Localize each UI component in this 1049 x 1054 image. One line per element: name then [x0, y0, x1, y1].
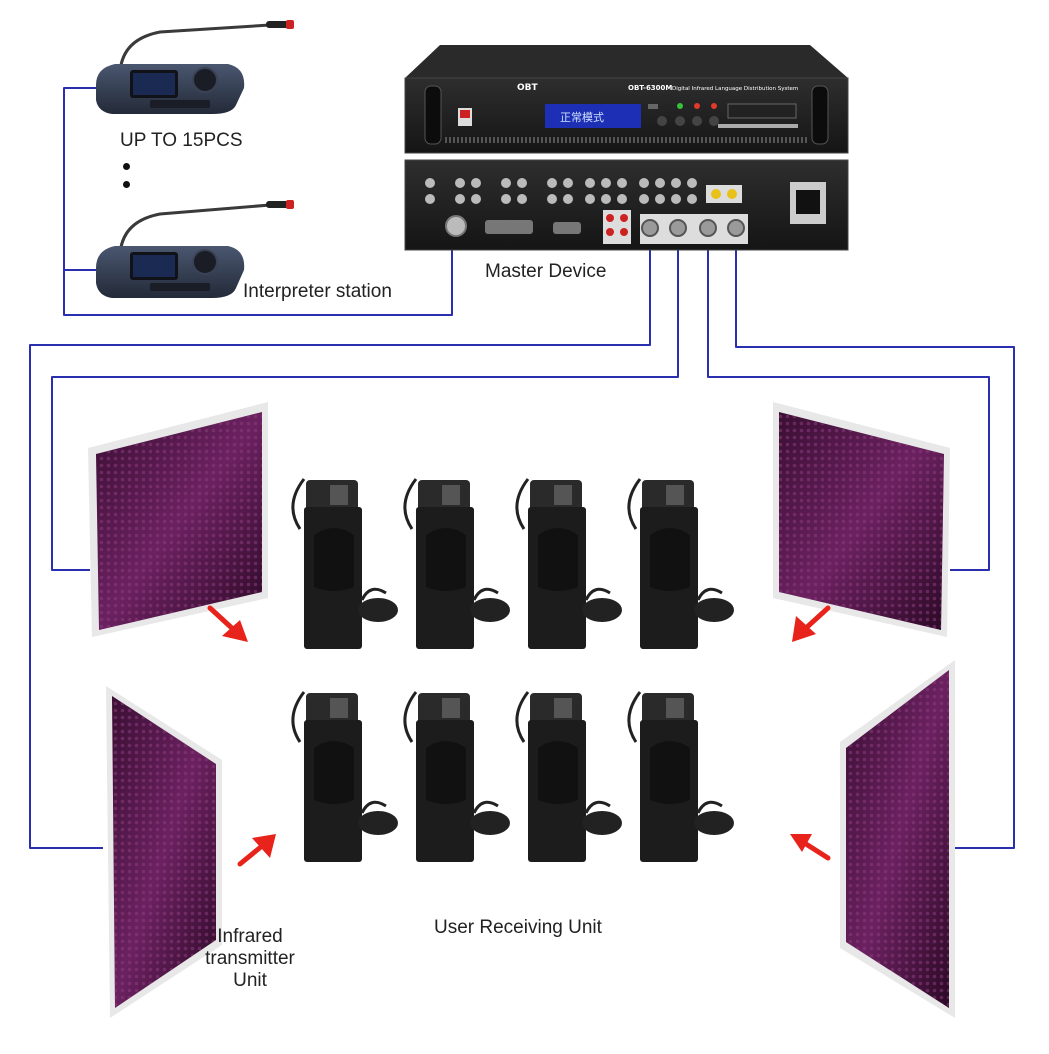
- ellipsis-dot: [123, 181, 130, 188]
- master-model: OBT-6300M: [628, 84, 672, 92]
- arrow-left-lower: [237, 834, 276, 867]
- ir-panel-left-upper: [88, 402, 268, 637]
- master-device-label: Master Device: [485, 261, 607, 282]
- wire-to-right-lower-panel: [29, 240, 651, 849]
- interpreter-station-label: Interpreter station: [243, 281, 392, 302]
- ir-panel-right-upper: [773, 402, 950, 637]
- receiver-unit: [291, 691, 398, 862]
- wire-station-bus: [63, 87, 453, 316]
- wire-to-left-upper-panel: [51, 240, 679, 571]
- wiring: [29, 87, 1015, 849]
- up-to-label: UP TO 15PCS: [120, 130, 243, 151]
- receiver-unit: [403, 478, 510, 649]
- user-receiving-unit-label: User Receiving Unit: [434, 917, 602, 938]
- master-lcd-text: 正常模式: [560, 111, 604, 124]
- ir-panel-left-lower: [106, 686, 222, 1018]
- master-brand: OBT: [517, 83, 539, 93]
- receiver-unit: [403, 691, 510, 862]
- receiver-unit: [627, 478, 734, 649]
- receiver-unit: [291, 478, 398, 649]
- arrow-left-upper: [207, 605, 248, 642]
- arrow-right-lower: [790, 834, 831, 861]
- master-system-name: Digital Infrared Language Distribution S…: [672, 86, 798, 92]
- bnc-connectors: [641, 219, 745, 237]
- wire-to-left-lower-panel: [735, 240, 1015, 849]
- ellipsis-dot: [123, 163, 130, 170]
- signal-arrows: [207, 605, 831, 867]
- receiver-unit: [627, 691, 734, 862]
- interpreter-station-2: [96, 200, 294, 298]
- arrow-right-upper: [792, 605, 831, 642]
- master-device-front: OBT OBT-6300M Digital Infrared Language …: [404, 45, 849, 154]
- ir-panel-right-lower: [840, 660, 955, 1018]
- receiver-units: [291, 478, 734, 862]
- rca-jack-row: [425, 178, 697, 204]
- wire-to-right-upper-panel: [707, 240, 990, 571]
- interpreter-station-1: [96, 20, 294, 114]
- receiver-unit: [515, 691, 622, 862]
- receiver-unit: [515, 478, 622, 649]
- master-device-back: [404, 159, 849, 251]
- infrared-transmitter-label: Infrared transmitter Unit: [205, 926, 295, 991]
